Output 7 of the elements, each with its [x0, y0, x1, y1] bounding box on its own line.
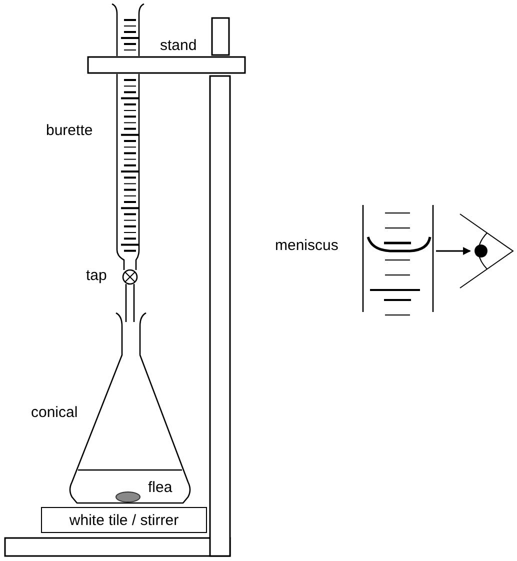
part-label: burette [46, 122, 93, 139]
part-label: flea [148, 479, 172, 496]
part-label: tap [86, 267, 107, 284]
tile-box: white tile / stirrer [41, 507, 207, 533]
part-label: meniscus [275, 237, 338, 254]
part-label: conical [31, 404, 78, 421]
part-label: stand [160, 37, 197, 54]
